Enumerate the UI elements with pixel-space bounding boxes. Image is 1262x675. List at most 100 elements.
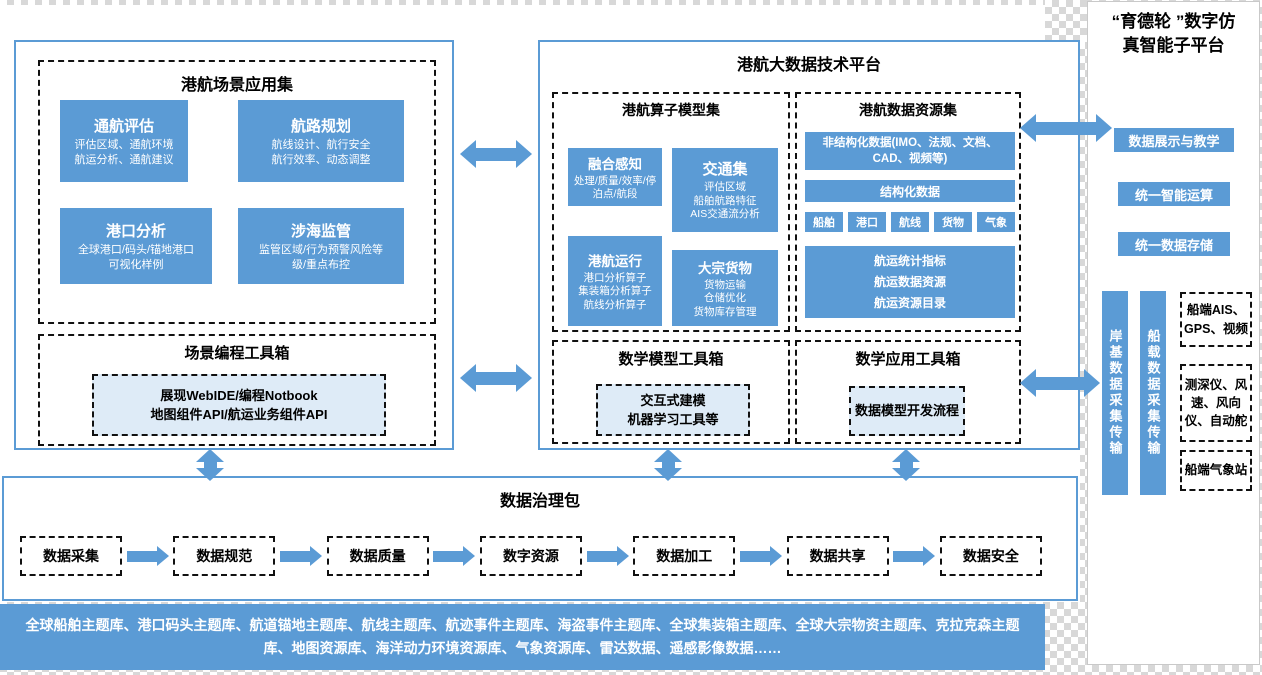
governance-title: 数据治理包 bbox=[499, 493, 580, 510]
webide-line: 展现WebIDE/编程Notbook bbox=[160, 387, 318, 403]
card-port-analysis: 港口分析 全球港口/码头/锚地港口 可视化样例 bbox=[60, 208, 212, 284]
device-weather-station: 船端气象站 bbox=[1180, 450, 1252, 491]
card-line: 航行效率、动态调整 bbox=[271, 153, 371, 166]
double-arrow-app-governance-icon bbox=[892, 449, 920, 481]
scenario-application-panel: 港航场景应用集 通航评估 评估区域、通航环境 航运分析、通航建议 航路规划 航线… bbox=[14, 40, 454, 450]
step-data-sharing: 数据共享 bbox=[786, 536, 889, 576]
resource-set-title: 港航数据资源集 bbox=[859, 102, 957, 118]
scenario-app-set-title: 港航场景应用集 bbox=[180, 77, 293, 94]
step-digital-resource: 数字资源 bbox=[479, 536, 582, 576]
card-line: 可视化样例 bbox=[108, 258, 164, 271]
data-display-teaching-box: 数据展示与教学 bbox=[1114, 128, 1234, 152]
card-line: 货物库存管理 bbox=[693, 305, 757, 318]
card-title: 融合感知 bbox=[588, 156, 642, 172]
card-line: AIS交通流分析 bbox=[690, 208, 760, 221]
card-fusion-perception: 融合感知 处理/质量/效率/停泊点/航段 bbox=[568, 148, 662, 206]
card-navigation-assessment: 通航评估 评估区域、通航环境 航运分析、通航建议 bbox=[60, 100, 188, 182]
step-data-processing: 数据加工 bbox=[633, 536, 736, 576]
unified-intelligent-computing-box: 统一智能运算 bbox=[1118, 182, 1230, 206]
yudelun-subplatform-panel: “育德轮 ”数字仿 真智能子平台 数据展示与教学 统一智能运算 统一数据存储 岸… bbox=[1087, 1, 1260, 665]
structured-data-bar: 结构化数据 bbox=[805, 180, 1015, 202]
right-arrow-icon bbox=[586, 545, 629, 566]
webide-api-box: 展现WebIDE/编程Notbook 地图组件API/航运业务组件API bbox=[92, 374, 386, 436]
step-data-standard: 数据规范 bbox=[173, 536, 276, 576]
step-data-quality: 数据质量 bbox=[326, 536, 429, 576]
right-arrow-icon bbox=[739, 545, 782, 566]
card-title: 涉海监管 bbox=[290, 222, 351, 240]
tag-cargo: 货物 bbox=[934, 212, 972, 232]
card-title: 交通集 bbox=[702, 161, 748, 179]
card-title: 大宗货物 bbox=[698, 260, 752, 276]
double-arrow-middle-right-top-icon bbox=[1020, 114, 1112, 142]
step-data-collection: 数据采集 bbox=[20, 536, 122, 576]
step-data-security: 数据安全 bbox=[939, 536, 1042, 576]
card-title: 航路规划 bbox=[290, 117, 351, 135]
tag-port: 港口 bbox=[848, 212, 886, 232]
card-line: 评估区域、通航环境 bbox=[74, 138, 174, 151]
dev-flow-line: 数据模型开发流程 bbox=[854, 403, 959, 419]
data-governance-package: 数据治理包 数据采集 数据规范 数据质量 数字资源 数据加工 数据共享 数据安全 bbox=[2, 476, 1078, 601]
double-arrow-left-middle-bottom-icon bbox=[460, 364, 532, 392]
right-arrow-icon bbox=[126, 545, 169, 566]
operator-set-title: 港航算子模型集 bbox=[622, 102, 720, 118]
stats-line: 航运数据资源 bbox=[873, 274, 946, 289]
theme-library-banner: 全球船舶主题库、港口码头主题库、航道锚地主题库、航线主题库、航迹事件主题库、海盗… bbox=[0, 604, 1045, 670]
card-port-operation: 港航运行 港口分析算子 集装箱分析算子 航线分析算子 bbox=[568, 236, 662, 326]
operator-model-set-group: 港航算子模型集 融合感知 处理/质量/效率/停泊点/航段 交通集 评估区域 船舶… bbox=[552, 92, 790, 332]
shipping-stats-box: 航运统计指标 航运数据资源 航运资源目录 bbox=[805, 246, 1015, 318]
card-title: 通航评估 bbox=[93, 117, 154, 135]
device-sensors: 测深仪、风速、风向仪、自动舵 bbox=[1180, 364, 1252, 442]
api-line: 地图组件API/航运业务组件API bbox=[150, 407, 328, 422]
card-line: 船舶航路特征 bbox=[693, 194, 757, 207]
subplatform-title-line: “育德轮 ”数字仿 bbox=[1111, 12, 1236, 31]
double-arrow-middle-right-bottom-icon bbox=[1020, 369, 1100, 397]
double-arrow-left-governance-icon bbox=[196, 449, 224, 481]
ship-data-transfer-bar: 船载数据采集传输 bbox=[1140, 291, 1166, 495]
stats-line: 航运资源目录 bbox=[873, 295, 946, 310]
device-ais-gps-video: 船端AIS、GPS、视频 bbox=[1180, 292, 1252, 347]
tag-route: 航线 bbox=[891, 212, 929, 232]
math-model-toolbox-title: 数学模型工具箱 bbox=[618, 351, 724, 368]
card-line: 评估区域 bbox=[704, 181, 746, 194]
data-model-dev-box: 数据模型开发流程 bbox=[849, 386, 965, 436]
card-bulk-cargo: 大宗货物 货物运输 仓储优化 货物库存管理 bbox=[672, 250, 778, 326]
data-resource-set-group: 港航数据资源集 非结构化数据(IMO、法规、文档、CAD、视频等) 结构化数据 … bbox=[795, 92, 1021, 332]
subplatform-title-line: 真智能子平台 bbox=[1122, 35, 1225, 55]
card-line: 航线设计、航行安全 bbox=[271, 138, 371, 151]
bigdata-platform-title: 港航大数据技术平台 bbox=[736, 57, 881, 74]
scenario-app-set-group: 港航场景应用集 通航评估 评估区域、通航环境 航运分析、通航建议 航路规划 航线… bbox=[38, 60, 436, 324]
card-maritime-supervision: 涉海监管 监管区域/行为预警风险等 级/重点布控 bbox=[238, 208, 404, 284]
card-line: 航运分析、通航建议 bbox=[74, 153, 174, 166]
card-traffic-set: 交通集 评估区域 船舶航路特征 AIS交通流分析 bbox=[672, 148, 778, 232]
card-line: 航线分析算子 bbox=[583, 298, 647, 311]
bigdata-platform-panel: 港航大数据技术平台 港航算子模型集 融合感知 处理/质量/效率/停泊点/航段 交… bbox=[538, 40, 1080, 450]
card-line: 处理/质量/效率/停泊点/航段 bbox=[573, 174, 657, 200]
right-arrow-icon bbox=[433, 545, 476, 566]
scenario-programming-toolbox: 场景编程工具箱 展现WebIDE/编程Notbook 地图组件API/航运业务组… bbox=[38, 334, 436, 446]
data-category-tags: 船舶 港口 航线 货物 气象 bbox=[805, 212, 1015, 232]
card-line: 货物运输 bbox=[704, 278, 746, 291]
right-arrow-icon bbox=[279, 545, 322, 566]
math-model-toolbox: 数学模型工具箱 交互式建模 机器学习工具等 bbox=[552, 340, 790, 444]
scenario-toolbox-title: 场景编程工具箱 bbox=[184, 345, 290, 362]
unstructured-data-bar: 非结构化数据(IMO、法规、文档、CAD、视频等) bbox=[805, 132, 1015, 170]
modeling-line: 交互式建模 bbox=[640, 392, 706, 408]
subplatform-title: “育德轮 ”数字仿 真智能子平台 bbox=[1088, 10, 1259, 58]
card-title: 港口分析 bbox=[105, 222, 166, 240]
stats-line: 航运统计指标 bbox=[873, 253, 946, 268]
card-title: 港航运行 bbox=[588, 253, 642, 269]
math-application-toolbox: 数学应用工具箱 数据模型开发流程 bbox=[795, 340, 1021, 444]
math-app-toolbox-title: 数学应用工具箱 bbox=[855, 351, 961, 368]
card-line: 仓储优化 bbox=[704, 292, 746, 305]
right-arrow-icon bbox=[893, 545, 936, 566]
double-arrow-left-middle-top-icon bbox=[460, 140, 532, 168]
unified-data-storage-box: 统一数据存储 bbox=[1118, 232, 1230, 256]
tag-weather: 气象 bbox=[977, 212, 1015, 232]
shore-data-transfer-bar: 岸基数据采集传输 bbox=[1102, 291, 1128, 495]
card-line: 集装箱分析算子 bbox=[578, 285, 652, 298]
card-line: 级/重点布控 bbox=[291, 258, 351, 271]
governance-steps-row: 数据采集 数据规范 数据质量 数字资源 数据加工 数据共享 数据安全 bbox=[20, 535, 1042, 577]
card-route-planning: 航路规划 航线设计、航行安全 航行效率、动态调整 bbox=[238, 100, 404, 182]
interactive-modeling-box: 交互式建模 机器学习工具等 bbox=[596, 384, 750, 436]
